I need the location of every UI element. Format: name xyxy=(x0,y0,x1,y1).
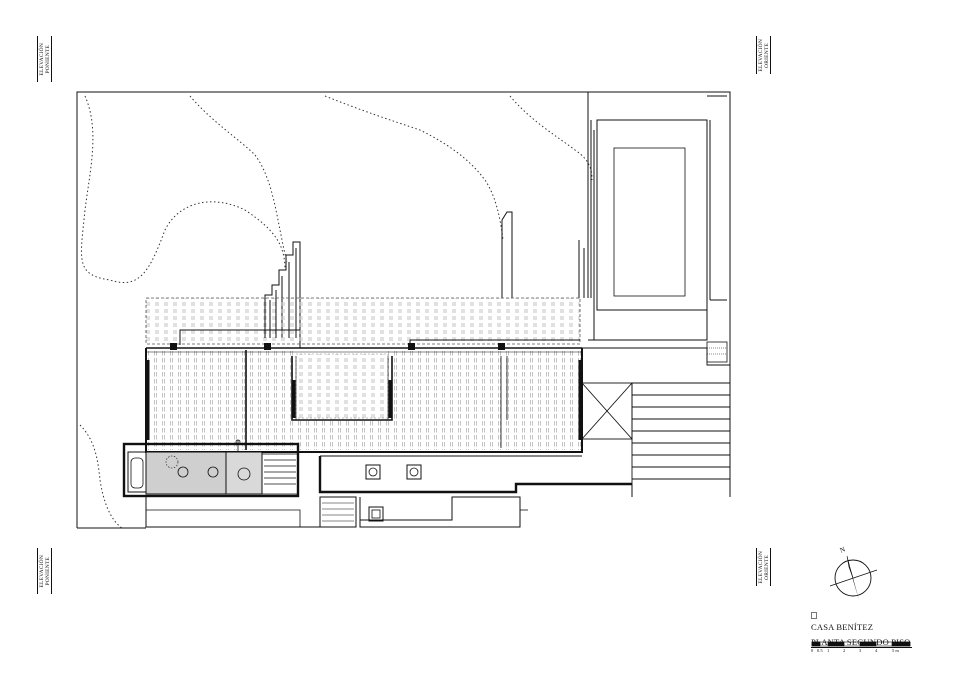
scale-tick-label: 5 m xyxy=(892,648,899,653)
elevation-label-word: ELEVACIÓN xyxy=(38,42,45,76)
elevation-label-side: ORIENTE xyxy=(763,554,770,580)
elevation-label-side: PONIENTE xyxy=(44,44,51,74)
elevation-label-side: ORIENTE xyxy=(763,42,770,68)
sheet-title: PLANTA SEGUNDO PISO xyxy=(811,637,913,648)
pool xyxy=(587,92,727,341)
site-boundary xyxy=(76,91,731,529)
scale-bar xyxy=(811,641,911,647)
service-block xyxy=(122,439,300,498)
scale-tick-label: 3 xyxy=(859,648,862,653)
pergola-deck xyxy=(145,297,581,345)
title-block: CASA BENÍTEZ PLANTA SEGUNDO PISO xyxy=(811,612,921,650)
elevation-label-bottom-right: ELEVACIÓN ORIENTE xyxy=(756,548,771,586)
scale-tick-label: 0 xyxy=(811,648,814,653)
lower-terrace xyxy=(145,455,633,528)
scale-tick-label: 0.5 xyxy=(817,648,823,653)
elevation-label-word: ELEVACIÓN xyxy=(38,554,45,588)
elevation-label-top-right: ELEVACIÓN ORIENTE xyxy=(756,36,771,74)
scale-tick-label: 4 xyxy=(875,648,878,653)
elevation-label-side: PONIENTE xyxy=(44,556,51,586)
scale-tick-label: 2 xyxy=(843,648,846,653)
scale-bar-labels: 0 0.5 1 2 3 4 5 m xyxy=(811,648,911,656)
elevation-label-word: ELEVACIÓN xyxy=(757,38,764,72)
elevation-label-word: ELEVACIÓN xyxy=(757,550,764,584)
project-name: CASA BENÍTEZ xyxy=(811,622,874,632)
columns xyxy=(170,343,505,350)
elevation-label-bottom-left: ELEVACIÓN PONIENTE xyxy=(37,548,52,594)
elevation-label-top-left: ELEVACIÓN PONIENTE xyxy=(37,36,52,82)
scale-tick-label: 1 xyxy=(827,648,830,653)
east-stair xyxy=(581,341,730,484)
main-floor xyxy=(148,348,582,450)
topography-contours xyxy=(79,95,593,529)
north-arrow xyxy=(829,555,878,600)
stair xyxy=(261,453,299,495)
title-marker-icon xyxy=(811,612,817,619)
